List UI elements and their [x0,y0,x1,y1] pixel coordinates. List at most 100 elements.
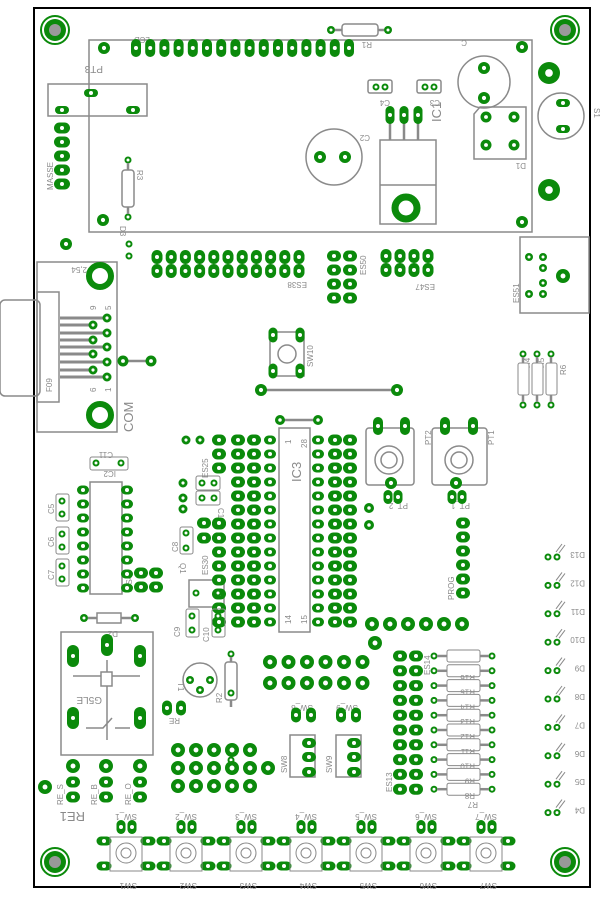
switch-jumper-pin-drill [359,825,363,829]
label-c: C [461,38,467,47]
lcd-pin-drill [261,46,266,50]
push-switch-pad-drill [402,839,406,843]
led-pad-drill [555,612,559,616]
ic2-pin-drill [81,488,85,492]
q1-pad-drill [194,591,198,595]
d1-pad-drill [512,115,516,119]
cap-outline [195,490,221,506]
header-pin-drill [252,452,256,456]
push-switch-pad-drill [266,864,270,868]
led-arrow [555,714,563,723]
label-sw10: SW10 [306,345,315,367]
led-label-d6: D6 [574,749,585,758]
header-pin-drill [348,606,352,610]
led-arrow [555,657,563,666]
c11-pad-drill [119,461,123,465]
sw9-outline [335,734,362,778]
es13-pin-drill [414,742,418,747]
led-label-d9: D9 [574,664,585,673]
header-pin-drill [217,564,221,568]
resistor-pad-drill [549,403,553,407]
led-pad-drill [555,640,559,644]
re-pin-drill [104,780,108,784]
resistor-label-r15: R15 [460,688,475,697]
ic1-pin-drill [402,113,406,117]
label-c6: C6 [47,536,56,547]
resistor-body [446,767,481,781]
push-switch-pad-drill [282,864,286,868]
es38-pin-drill [183,255,188,259]
t1-pad-drill [208,678,212,682]
resistor-pad-drill [432,713,436,717]
header-pin-drill [236,508,240,512]
lcd-pin-drill [304,46,309,50]
resistor-body [517,362,530,396]
c8-outline [179,526,194,555]
c2-pad-drill [317,154,323,160]
pt-1-pin-drill [450,495,454,499]
pt3-pad-drill [60,108,64,112]
header-pin-drill [348,564,352,568]
led-pad-drill [546,754,550,758]
pt2-pin-drill [403,424,407,428]
ic2-pin-drill [81,572,85,576]
cap-pad-drill [60,499,64,503]
cap-pad-drill [60,564,64,568]
grid-pad-drill [247,747,253,753]
header-pin-drill [333,606,337,610]
header-pin-drill [236,522,240,526]
slide-switch-pin-drill [307,755,311,759]
r2-pad-drill [229,652,233,656]
grid-pad-drill [286,680,291,686]
label-re-b: RE_B [90,784,99,805]
label-pin9: 9 [89,305,98,310]
grid-pad-drill [372,640,378,646]
header-pin-drill [252,578,256,582]
header-pin-drill [348,536,352,540]
sw-jumper-pin-drill [354,713,358,717]
es38-pin-drill [226,255,230,259]
es13-pin-drill [398,772,402,777]
re-pad-drill [137,763,143,769]
es50-pin-drill [348,254,352,258]
jumper-pad-drill [121,359,125,363]
label-sw8: SW8 [280,755,289,773]
ic2-pin-drill [125,572,129,576]
push-switch-pad-drill [282,839,286,843]
push-switch-pad-drill [446,839,450,843]
grid-pad-drill [211,747,217,753]
header-pin-drill [236,592,240,596]
label-pt2: PT2 [424,430,433,445]
masse-pin-drill [60,126,64,130]
relay-pad-drill [138,654,142,658]
lcd-mount-pad-drill [519,44,525,50]
header-pin-drill [252,480,256,484]
sw-jumper-pin-drill [339,713,343,717]
label-c3: C3 [429,98,440,107]
cap-pad-drill [60,532,64,536]
push-switch-pad-drill [386,839,390,843]
db9-pin-drill [91,368,95,372]
re-pin-drill [71,795,75,799]
c2-pad-drill [342,154,348,160]
grid-pad-drill [360,680,365,686]
header-pin-drill [252,606,256,610]
resistor-pad-drill [521,352,525,356]
resistor-pad-drill [432,669,436,673]
resistor-body [446,738,481,752]
ic2-pin-drill [125,544,129,548]
led-label-d11: D11 [570,607,585,616]
grid-pad-drill [369,621,375,627]
cap-pad-drill [60,545,64,549]
resistor-label-r12: R12 [460,732,475,741]
d2-body [96,612,122,624]
resistor-pad-drill [535,403,539,407]
cap-pad-drill [216,628,220,632]
mounting-hole-drill [559,856,571,868]
t1-outline [182,662,218,698]
prog-pin-drill [461,577,465,581]
header-pin-drill [217,438,221,442]
switch-jumper-pin-drill [419,825,423,829]
grid-pad-drill [175,747,181,753]
